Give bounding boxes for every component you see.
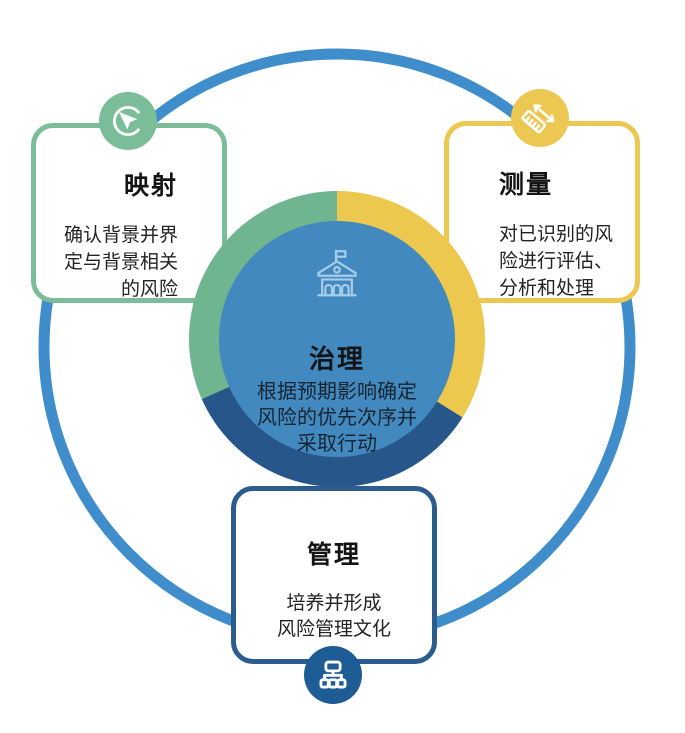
govern-circle: 治理 根据预期影响确定 风险的优先次序并 采取行动 [219, 221, 455, 457]
manage-card-description: 培养并形成 风险管理文化 [244, 591, 424, 643]
text-line: 根据预期影响确定 [257, 381, 417, 403]
map-badge [99, 92, 157, 150]
text-line: 险进行评估、 [499, 251, 614, 272]
bank-building-icon [317, 249, 357, 297]
text-line: 对已识别的风 [499, 224, 614, 245]
text-line: 的风险 [120, 279, 178, 300]
org-chart-icon [319, 660, 347, 689]
measure-badge [511, 89, 569, 147]
measure-card-description: 对已识别的风 险进行评估、 分析和处理 [499, 221, 627, 302]
text-line: 培养并形成 [286, 593, 382, 614]
map-card: 映射 确认背景并界 定与背景相关 的风险 [31, 123, 227, 303]
paper-plane-icon [112, 105, 144, 137]
measure-card: 测量 对已识别的风 险进行评估、 分析和处理 [444, 121, 640, 303]
govern-title: 治理 [308, 344, 365, 374]
text-line: 定与背景相关 [63, 252, 178, 273]
text-line: 风险的优先次序并 [257, 407, 417, 429]
text-line: 采取行动 [297, 433, 377, 455]
text-line: 确认背景并界 [63, 225, 178, 246]
manage-badge [304, 646, 362, 704]
text-line: 分析和处理 [499, 278, 595, 299]
text-line: 风险管理文化 [276, 619, 391, 640]
map-card-title: 映射 [123, 172, 178, 200]
map-card-description: 确认背景并界 定与背景相关 的风险 [54, 222, 178, 303]
manage-card-title: 管理 [306, 541, 361, 569]
ruler-measure-icon [521, 104, 555, 134]
govern-description: 根据预期影响确定 风险的优先次序并 采取行动 [257, 379, 417, 457]
manage-card: 管理 培养并形成 风险管理文化 [231, 486, 437, 664]
measure-card-title: 测量 [499, 171, 554, 199]
